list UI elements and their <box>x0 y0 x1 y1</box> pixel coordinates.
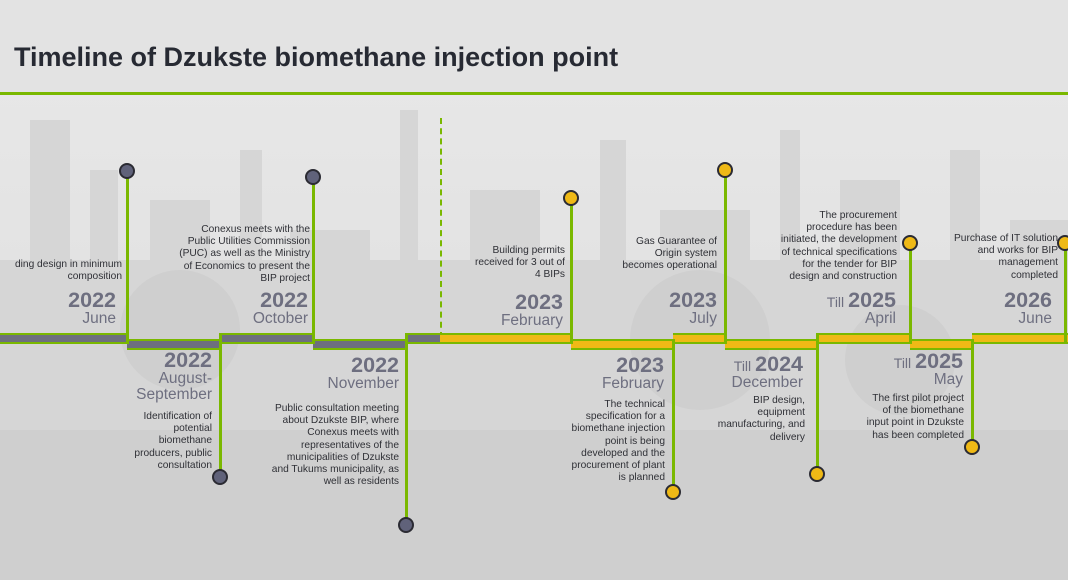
timeline-segment <box>910 339 972 350</box>
event-stem <box>126 176 129 344</box>
event-description: The technical specification for a biomet… <box>571 399 665 484</box>
event-month: July <box>689 310 717 327</box>
timeline-segment <box>127 339 220 350</box>
event-year: 2023 <box>616 353 664 377</box>
event-marker <box>305 169 321 185</box>
event-description: BIP design, equipment manufacturing, and… <box>717 395 805 443</box>
event-month: February <box>601 375 664 392</box>
event-marker <box>809 466 825 482</box>
event-marker <box>964 439 980 455</box>
event-month: October <box>252 310 308 327</box>
event-stem <box>219 333 222 471</box>
event-marker <box>563 190 579 206</box>
timeline-segment <box>406 333 440 344</box>
event-marker <box>119 163 135 179</box>
event-year: 2026 <box>1004 288 1052 312</box>
event-marker <box>902 235 918 251</box>
event-stem <box>672 339 675 486</box>
event-description: Conexus meets with the Public Utilities … <box>179 224 310 284</box>
event-stem <box>971 339 974 441</box>
event-stem <box>312 182 315 344</box>
timeline-segment <box>0 333 127 344</box>
event-description: Gas Guarantee of Origin system becomes o… <box>622 236 717 272</box>
event-month: April <box>864 310 896 327</box>
event-description: Identification of potential biomethane p… <box>134 411 212 471</box>
event-description: Building permits received for 3 out of 4… <box>474 245 565 281</box>
timeline-segment <box>313 339 406 350</box>
event-description: Purchase of IT solution and works for BI… <box>953 233 1058 281</box>
timeline-segment <box>571 339 673 350</box>
event-year: 2022 <box>351 353 399 377</box>
event-description: The procurement procedure has been initi… <box>780 210 897 283</box>
timeline-segment <box>440 333 571 344</box>
event-marker <box>398 517 414 533</box>
event-description: Public consultation meeting about Dzukst… <box>271 403 399 488</box>
event-stem <box>724 175 727 344</box>
event-marker <box>717 162 733 178</box>
event-stem <box>570 203 573 344</box>
event-description: The first pilot project of the biomethan… <box>866 393 964 441</box>
event-marker <box>665 484 681 500</box>
event-stem <box>405 333 408 519</box>
event-description: ding design in minimum composition <box>14 259 122 283</box>
event-stem <box>816 333 819 468</box>
timeline-segment <box>220 333 313 344</box>
event-month: August- September <box>136 370 212 403</box>
event-month: June <box>82 310 116 327</box>
event-stem <box>909 248 912 344</box>
event-year: 2023 <box>515 290 563 314</box>
timeline-segment <box>673 333 725 344</box>
timeline-divider <box>440 118 442 338</box>
event-month: November <box>327 375 400 392</box>
event-month: February <box>500 312 563 329</box>
header-bar <box>0 0 1068 94</box>
event-year: 2023 <box>669 288 717 312</box>
event-marker <box>1057 235 1068 251</box>
event-year: 2022 <box>164 348 212 372</box>
event-marker <box>212 469 228 485</box>
event-month: June <box>1018 310 1052 327</box>
timeline-segment <box>817 333 910 344</box>
title-rule <box>0 92 1068 95</box>
timeline-segment <box>972 333 1068 344</box>
event-stem <box>1064 248 1067 344</box>
event-month: May <box>933 371 963 388</box>
page-title: Timeline of Dzukste biomethane injection… <box>14 42 619 72</box>
event-year: 2022 <box>260 288 308 312</box>
event-month: December <box>731 374 804 391</box>
timeline-segment <box>725 339 817 350</box>
event-year: 2022 <box>68 288 116 312</box>
